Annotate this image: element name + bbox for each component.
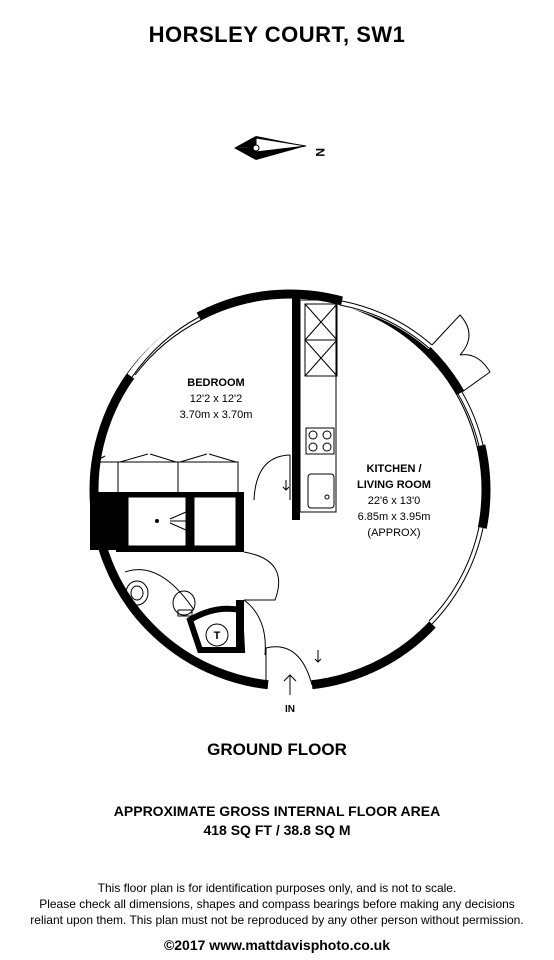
floor-name: GROUND FLOOR xyxy=(207,740,347,759)
wc-label: T xyxy=(214,630,221,642)
plan-title: HORSLEY COURT, SW1 xyxy=(148,22,406,47)
disclaimer: This floor plan is for identification pu… xyxy=(0,880,554,928)
kitchen-dim-metric: 6.85m x 3.95m xyxy=(358,511,431,523)
compass-north-label: N xyxy=(313,148,327,157)
bedroom-dim-imperial: 12'2 x 12'2 xyxy=(190,393,243,405)
partition-wall xyxy=(292,292,300,520)
area-title: APPROXIMATE GROSS INTERNAL FLOOR AREA xyxy=(113,803,441,819)
wc-cupboard xyxy=(186,605,246,653)
entrance-arrow-icon xyxy=(283,674,297,695)
entrance-label: IN xyxy=(285,704,295,715)
kitchen-units xyxy=(299,299,338,513)
kitchen-note: (APPROX) xyxy=(367,527,420,539)
copyright: ©2017 www.mattdavisphoto.co.uk xyxy=(163,937,391,953)
kitchen-dim-imperial: 22'6 x 13'0 xyxy=(368,495,421,507)
wardrobe-wall xyxy=(116,492,244,497)
area-value: 418 SQ FT / 38.8 SQ M xyxy=(203,822,351,838)
kitchen-name-line2: LIVING ROOM xyxy=(357,479,431,491)
wardrobes xyxy=(91,453,239,495)
height-markers xyxy=(282,289,322,663)
storage-cupboard xyxy=(193,496,237,547)
disclaimer-line-1: This floor plan is for identification pu… xyxy=(97,881,457,895)
kitchen-name-line1: KITCHEN / xyxy=(367,463,422,475)
shower xyxy=(127,496,187,547)
door-swings xyxy=(243,454,313,686)
bedroom-dim-metric: 3.70m x 3.70m xyxy=(180,409,253,421)
compass-icon xyxy=(234,136,307,160)
bathroom-fixtures xyxy=(125,580,196,617)
bathroom-inner-wall xyxy=(124,569,195,611)
bedroom-name: BEDROOM xyxy=(187,377,244,389)
disclaimer-line-2: Please check all dimensions, shapes and … xyxy=(39,897,515,911)
french-door xyxy=(431,314,491,393)
disclaimer-line-3: reliant upon them. This plan must not be… xyxy=(30,913,524,927)
